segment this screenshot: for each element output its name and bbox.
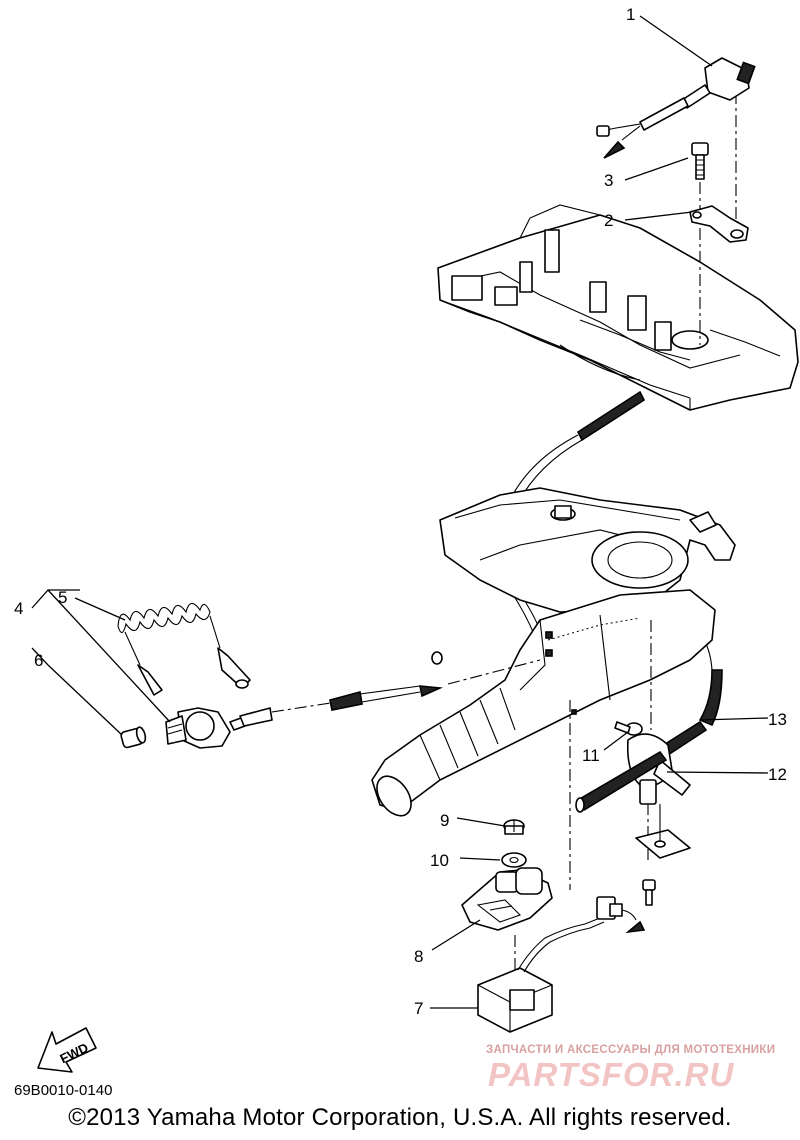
- copyright-text: ©2013 Yamaha Motor Corporation, U.S.A. A…: [68, 1104, 732, 1131]
- part-7-box: [477, 896, 646, 1033]
- part-3-bolt: [691, 142, 709, 180]
- callout-4: 4: [14, 599, 23, 618]
- watermark-brand: PARTSFOR.RU: [488, 1056, 735, 1093]
- callout-13: 13: [768, 710, 787, 729]
- part-9-screw: [503, 819, 525, 835]
- callout-12: 12: [768, 765, 787, 784]
- part-1-switch: [596, 57, 756, 159]
- callout-9: 9: [440, 811, 449, 830]
- callout-lines: [31, 15, 769, 1009]
- callout-1: 1: [626, 5, 635, 24]
- part-8-holder: [461, 867, 553, 931]
- part-5-lanyard: [117, 602, 251, 696]
- plate-assembly: [635, 804, 691, 906]
- callout-6: 6: [34, 651, 43, 670]
- part-4-switch: [165, 651, 541, 749]
- callout-numbers: 1 2 3 4 5 6 7 8 9 10 11 12 13: [14, 5, 787, 1018]
- cable-13: [501, 390, 723, 770]
- callout-3: 3: [604, 171, 613, 190]
- fwd-arrow-icon: FWD: [37, 1027, 97, 1073]
- drawing-code: 69B0010-0140: [14, 1082, 113, 1099]
- upper-casing: [437, 204, 799, 411]
- tiller-bracket: [439, 487, 736, 613]
- callout-10: 10: [430, 851, 449, 870]
- callout-5: 5: [58, 588, 67, 607]
- callout-8: 8: [414, 947, 423, 966]
- watermark-tagline: ЗАПЧАСТИ И АКСЕССУАРЫ ДЛЯ МОТОТЕХНИКИ: [486, 1044, 776, 1056]
- part-6-cap: [120, 726, 147, 749]
- part-11-screw: [614, 721, 643, 736]
- part-2-bracket: [689, 205, 749, 243]
- callout-7: 7: [414, 999, 423, 1018]
- callout-2: 2: [604, 211, 613, 230]
- callout-11: 11: [582, 746, 600, 765]
- part-10-washer: [501, 852, 527, 868]
- tiller-handle: [371, 589, 716, 817]
- cable-12: [575, 750, 668, 813]
